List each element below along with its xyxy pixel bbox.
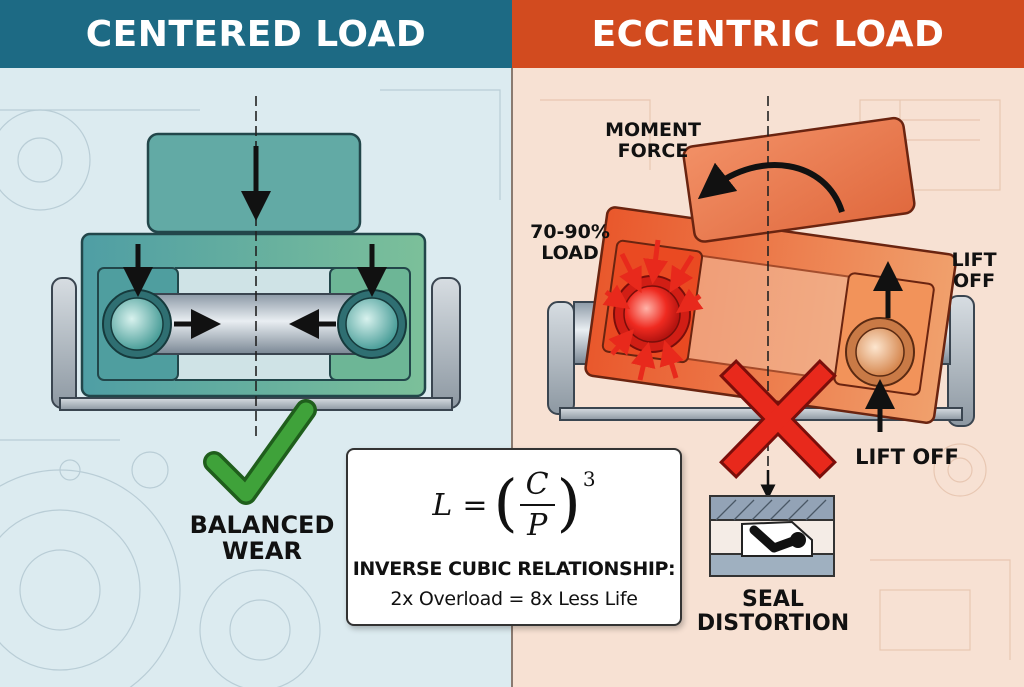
formula-box: L = ( C P ) 3 INVERSE CUBIC RELATIONSHIP…: [346, 448, 682, 626]
balanced-wear-label: BALANCED WEAR: [189, 511, 335, 566]
eccentric-load-header: ECCENTRIC LOAD: [591, 13, 945, 55]
seal-distortion-label: SEAL DISTORTION: [696, 587, 850, 637]
lift-off-bottom-label: LIFT OFF: [855, 445, 959, 469]
eccentric-load-assembly: [547, 96, 975, 500]
load-percent-label: 70-90% LOAD: [530, 221, 610, 264]
left-header-bar: [0, 0, 512, 68]
left-blueprint-bg: [0, 89, 501, 687]
curved-arrow-icon: [697, 162, 845, 213]
centered-load-assembly: [51, 96, 461, 440]
seal-detail: [709, 495, 835, 577]
x-icon: [719, 359, 837, 479]
life-formula: L = ( C P ) 3: [432, 466, 596, 543]
formula-caption-title: INVERSE CUBIC RELATIONSHIP:: [352, 558, 676, 580]
centered-load-header: CENTERED LOAD: [85, 13, 427, 55]
moment-force-label: MOMENT FORCE: [605, 119, 701, 162]
right-header-bar: [512, 0, 1024, 68]
formula-caption-detail: 2x Overload = 8x Less Life: [390, 588, 638, 610]
lift-off-top-label: LIFT OFF: [951, 249, 997, 292]
